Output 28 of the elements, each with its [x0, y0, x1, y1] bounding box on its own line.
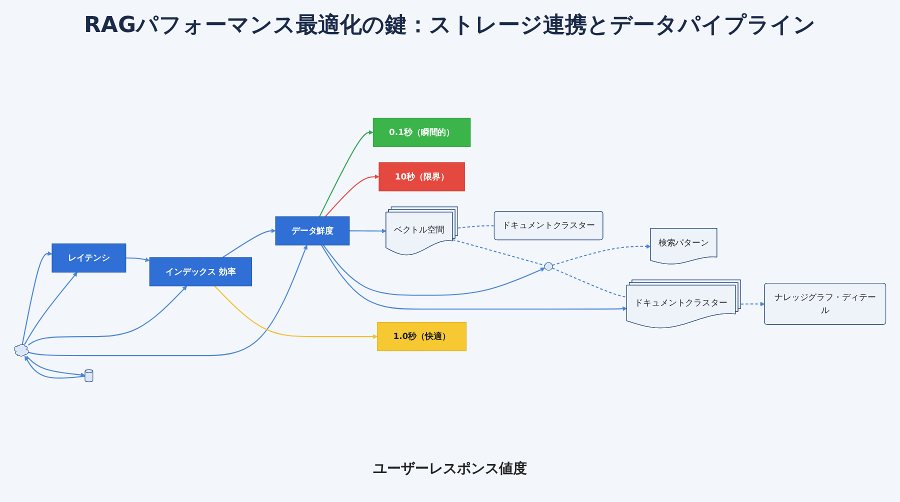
- node-box: 1.0秒（快適）: [377, 322, 466, 352]
- node-cylinder: [84, 369, 94, 382]
- arrow: [552, 244, 651, 266]
- connector: [452, 239, 545, 266]
- arrow: [214, 286, 378, 339]
- arrow: [319, 130, 374, 217]
- arrow: [28, 286, 188, 346]
- arrow: [22, 251, 52, 345]
- node-box: レイテンシ: [52, 244, 126, 273]
- connector: [458, 225, 494, 228]
- arrow: [740, 302, 765, 306]
- arrow: [322, 244, 546, 296]
- node-box: データ鮮度: [275, 216, 350, 246]
- arrow: [28, 244, 308, 356]
- connector: [552, 268, 627, 298]
- node-circle: [544, 262, 553, 271]
- node-box: インデックス 効率: [149, 257, 252, 286]
- arrow: [222, 228, 276, 258]
- axis-label: ユーザーレスポンス値度: [373, 461, 527, 477]
- arrow: [324, 174, 380, 217]
- node-box: 10秒（限界）: [378, 162, 465, 192]
- arrow: [320, 244, 628, 312]
- node-box: 0.1秒（瞬間的）: [372, 118, 471, 147]
- arrow: [349, 228, 386, 234]
- arrow: [24, 272, 78, 345]
- title: RAGパフォーマンス最適化の鍵：ストレージ連携とデータパイプライン: [82, 12, 818, 40]
- arrow: [126, 257, 150, 262]
- node-cloud: [14, 344, 29, 357]
